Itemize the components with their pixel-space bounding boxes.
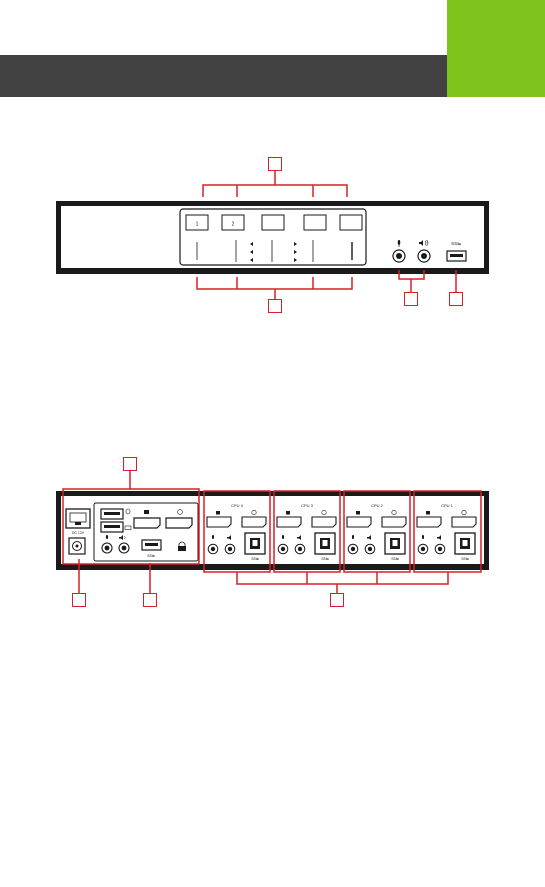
microphone-icon xyxy=(212,535,214,539)
callout-front-audio xyxy=(404,292,418,306)
rear-speaker-jack[interactable] xyxy=(119,543,129,553)
front-mic-jack[interactable] xyxy=(393,250,405,262)
mouse-usb-port[interactable] xyxy=(101,522,123,532)
cpu-3-mic-jack[interactable] xyxy=(348,544,358,554)
rear-usb3-port[interactable] xyxy=(142,540,161,550)
callout-front-buttons xyxy=(268,157,282,171)
microphone-icon xyxy=(106,535,108,539)
cpu-4-mic-jack[interactable] xyxy=(418,544,428,554)
cpu-label-4: CPU 1 xyxy=(441,503,454,508)
power-jack-icon[interactable] xyxy=(69,538,85,554)
cpu-2-displayport-1[interactable] xyxy=(277,517,301,527)
rear-panel: DC 12V xyxy=(56,491,489,570)
console-displayport-1[interactable] xyxy=(134,518,160,528)
cpu-3-displayport-1[interactable] xyxy=(347,517,371,527)
cpu-4-displayport-1[interactable] xyxy=(417,517,441,527)
cpu-4-displayport-2[interactable] xyxy=(452,517,476,527)
cpu-label-1: CPU 4 xyxy=(231,503,244,508)
usb3-icon: SS⇋ xyxy=(461,557,470,561)
console-displayport-2[interactable] xyxy=(166,518,192,528)
usb3-icon: SS⇋ xyxy=(391,557,400,561)
cpu-1-displayport-1[interactable] xyxy=(207,517,231,527)
callout-rear-power xyxy=(72,593,86,607)
callout-front-leds xyxy=(268,299,282,313)
cpu-1-displayport-2[interactable] xyxy=(242,517,266,527)
cpu-1-usb-b-port[interactable] xyxy=(245,533,265,554)
ethernet-icon[interactable] xyxy=(66,509,90,528)
cpu-3-usb-b-port[interactable] xyxy=(385,533,405,554)
cpu-2-displayport-2[interactable] xyxy=(312,517,336,527)
front-usb3-port[interactable] xyxy=(447,251,466,261)
callout-rear-console xyxy=(123,457,137,471)
callout-rear-usb xyxy=(143,593,157,607)
cpu-label-2: CPU 3 xyxy=(301,503,314,508)
cpu-3-displayport-2[interactable] xyxy=(382,517,406,527)
cpu-1-speaker-jack[interactable] xyxy=(225,544,235,554)
usb3-icon: SS⇋ xyxy=(321,557,330,561)
displayport-icon xyxy=(356,511,360,515)
cpu-3-speaker-jack[interactable] xyxy=(365,544,375,554)
displayport-icon xyxy=(426,511,430,515)
microphone-icon xyxy=(422,535,424,539)
cpu-4-usb-b-port[interactable] xyxy=(455,533,475,554)
usb3-icon: SS⇋ xyxy=(147,554,156,558)
port-button-1-label: 1 xyxy=(196,222,199,228)
displayport-icon xyxy=(216,511,220,515)
dc-label: DC 12V xyxy=(72,531,85,535)
cpu-label-3: CPU 2 xyxy=(371,503,384,508)
keyboard-usb-port[interactable] xyxy=(101,509,123,519)
usb3-icon: SS⇋ xyxy=(451,241,461,246)
cpu-4-speaker-jack[interactable] xyxy=(435,544,445,554)
rear-mic-jack[interactable] xyxy=(102,543,112,553)
front-panel: 1 2 xyxy=(56,201,489,274)
cpu-2-speaker-jack[interactable] xyxy=(295,544,305,554)
displayport-icon xyxy=(286,511,290,515)
cpu-2-mic-jack[interactable] xyxy=(278,544,288,554)
port-button-2-label: 2 xyxy=(232,222,235,228)
microphone-icon xyxy=(282,535,284,539)
rear-panel-face xyxy=(61,496,484,564)
cpu-1-mic-jack[interactable] xyxy=(208,544,218,554)
front-speaker-jack[interactable] xyxy=(418,250,430,262)
callout-front-usb xyxy=(449,292,463,306)
usb3-icon: SS⇋ xyxy=(251,557,260,561)
cpu-2-usb-b-port[interactable] xyxy=(315,533,335,554)
microphone-icon xyxy=(352,535,354,539)
callout-rear-cpu-ports xyxy=(330,593,344,607)
